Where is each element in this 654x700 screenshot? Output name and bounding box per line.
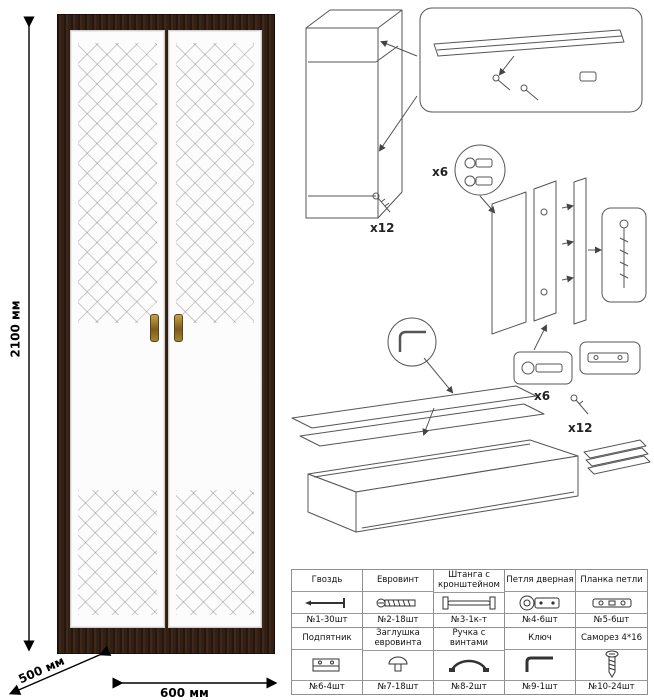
part-name: Евровинт <box>363 570 433 592</box>
qty-label-x6-lower: x6 <box>534 389 550 403</box>
rod-callout <box>419 7 643 113</box>
part-cell-rod: Штанга с кронштейном №3-1к-т <box>434 570 505 628</box>
part-count: №3-1к-т <box>434 613 504 627</box>
qty-label-x6-upper: x6 <box>432 165 448 179</box>
height-dimension-arrow <box>23 16 35 652</box>
screw-icon <box>576 650 647 680</box>
part-cell-key: Ключ №9-1шт <box>505 628 576 694</box>
part-count: №7-18шт <box>363 680 433 694</box>
hinge-callout-lower <box>513 324 641 385</box>
hinge-callout-upper <box>454 144 506 214</box>
door-handle <box>173 314 183 343</box>
door-hinge-icon <box>505 592 575 613</box>
part-count: №6-4шт <box>292 680 362 694</box>
screw-qty-lower <box>570 394 589 415</box>
height-dimension-label: 2100 мм <box>8 300 23 358</box>
part-name: Штанга с кронштейном <box>434 570 504 593</box>
part-name: Саморез 4*16 <box>576 628 647 650</box>
euroscrew-callout <box>588 207 647 303</box>
wardrobe-door-right <box>167 30 262 628</box>
assembly-diagram: x12 x6 <box>291 7 651 533</box>
part-cell-handle: Ручка с винтами №8-2шт <box>434 628 505 694</box>
sheet-stack-diagram <box>583 439 651 475</box>
part-count: №8-2шт <box>434 680 504 694</box>
key-callout <box>387 317 454 394</box>
part-name: Гвоздь <box>292 570 362 592</box>
part-name: Ручка с винтами <box>434 628 504 651</box>
parts-table: Гвоздь №1-30шт Евровинт №2-18шт Штанга с… <box>291 569 648 695</box>
foot-icon <box>292 650 362 680</box>
wardrobe-illustration <box>57 14 275 654</box>
part-count: №2-18шт <box>363 613 433 627</box>
quilt-pattern-top <box>175 43 254 324</box>
part-count: №5-6шт <box>576 613 647 627</box>
part-cell-foot: Подпятник №6-4шт <box>292 628 363 694</box>
screw-qty-upper <box>372 192 391 213</box>
width-dimension-arrow <box>112 677 278 689</box>
part-cell-screw-cap: Заглушка евровинта №7-18шт <box>363 628 434 694</box>
part-name: Подпятник <box>292 628 362 650</box>
rod-icon <box>434 593 504 613</box>
base-package-diagram <box>291 385 579 533</box>
part-cell-nail: Гвоздь №1-30шт <box>292 570 363 628</box>
carcass-diagram <box>305 9 418 219</box>
part-name: Планка петли <box>576 570 647 592</box>
wardrobe-doors <box>70 30 262 628</box>
part-count: №1-30шт <box>292 613 362 627</box>
handle-icon <box>434 651 504 680</box>
screw-cap-icon <box>363 651 433 680</box>
part-count: №9-1шт <box>505 680 575 694</box>
width-dimension-label: 600 мм <box>160 686 209 700</box>
key-icon <box>505 650 575 680</box>
depth-dimension-arrow <box>8 645 112 695</box>
part-name: Заглушка евровинта <box>363 628 433 651</box>
qty-label-x12-upper: x12 <box>370 221 394 235</box>
part-cell-screw: Саморез 4*16 №10-24шт <box>576 628 647 694</box>
wardrobe-door-left <box>70 30 165 628</box>
part-count: №10-24шт <box>576 680 647 694</box>
hinge-plate-icon <box>576 592 647 613</box>
side-panels-diagram <box>491 177 587 335</box>
euroscrew-icon <box>363 592 433 613</box>
quilt-pattern-bottom <box>175 489 254 615</box>
qty-label-x12-lower: x12 <box>568 421 592 435</box>
part-name: Петля дверная <box>505 570 575 592</box>
part-count: №4-6шт <box>505 613 575 627</box>
part-cell-euroscrew: Евровинт №2-18шт <box>363 570 434 628</box>
quilt-pattern-bottom <box>78 489 157 615</box>
part-name: Ключ <box>505 628 575 650</box>
quilt-pattern-top <box>78 43 157 324</box>
nail-icon <box>292 592 362 613</box>
part-cell-door-hinge: Петля дверная №4-6шт <box>505 570 576 628</box>
part-cell-hinge-plate: Планка петли №5-6шт <box>576 570 647 628</box>
door-handle <box>149 314 159 343</box>
